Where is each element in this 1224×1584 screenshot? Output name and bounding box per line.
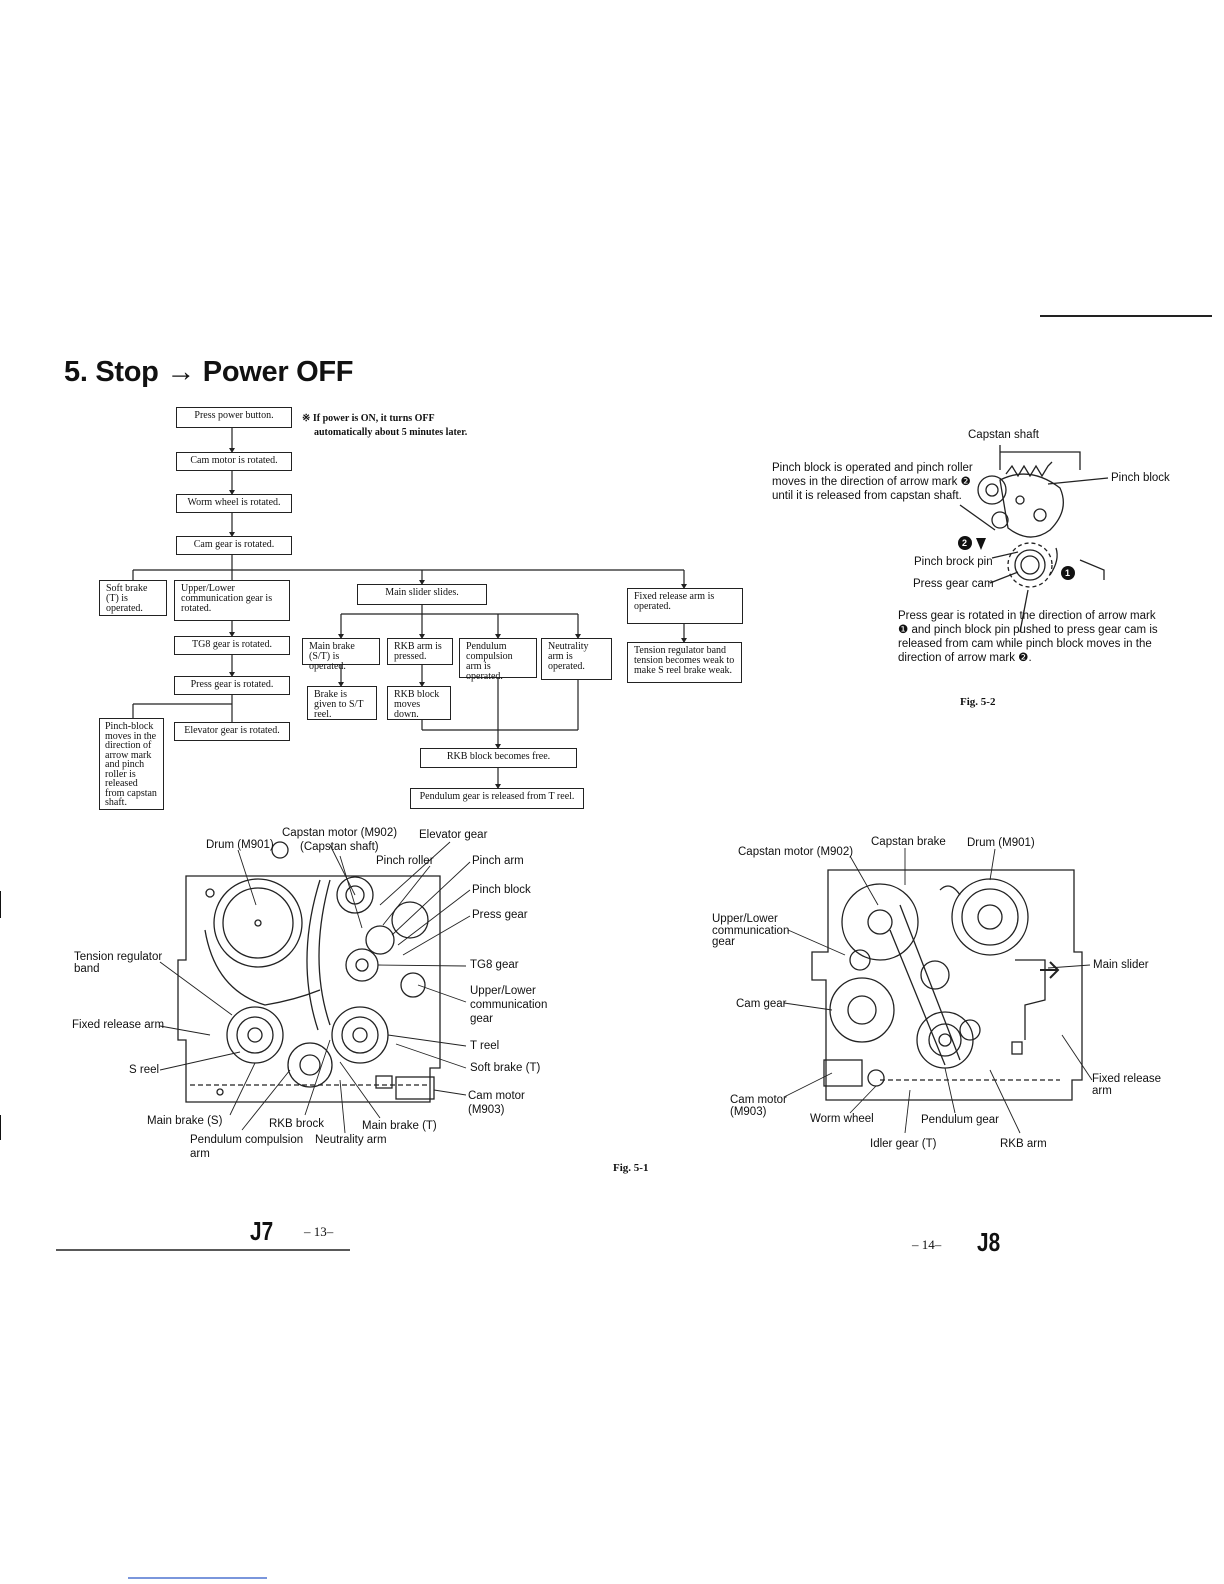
label-tg8-gear: TG8 gear — [470, 959, 519, 971]
flow-neutrality: Neutrality arm is operated. — [541, 638, 612, 680]
fig52-caption: Fig. 5-2 — [960, 696, 996, 708]
label-fixed-release: Fixed release arm — [72, 1019, 165, 1031]
flow-main-brake: Main brake (S/T) is operated. — [302, 638, 380, 672]
page-number-right: – 14– — [912, 1237, 942, 1252]
flow-soft-brake: Soft brake (T) is operated. — [99, 580, 167, 616]
svg-text:2: 2 — [962, 538, 967, 548]
label-rkb-brock: RKB brock — [269, 1118, 324, 1130]
label-upper-lower: Upper/Lower communication gear — [470, 985, 548, 1025]
label-fixed-release-r: Fixed release arm — [1092, 1073, 1162, 1097]
label-worm-wheel-r: Worm wheel — [810, 1113, 874, 1125]
fig52-note-1: Press gear is rotated in the direction o… — [898, 610, 1158, 664]
page-number-left: – 13– — [304, 1224, 334, 1239]
label-soft-brake: Soft brake (T) — [470, 1062, 541, 1074]
flow-pinch-block: Pinch-block moves in the direction of ar… — [99, 718, 164, 810]
label-pinch-roller: Pinch roller — [376, 855, 434, 867]
fig52-note-2: Pinch block is operated and pinch roller… — [772, 462, 973, 502]
flow-cam-motor: Cam motor is rotated. — [176, 452, 292, 471]
label-pendulum-gear-r: Pendulum gear — [921, 1114, 999, 1126]
label-pinch-block: Pinch block — [472, 884, 531, 896]
page-code-left: J7 — [250, 1216, 274, 1246]
label-main-slider-r: Main slider — [1093, 959, 1149, 971]
flow-pendulum-released: Pendulum gear is released from T reel. — [410, 788, 584, 809]
label-neutrality-arm: Neutrality arm — [315, 1134, 387, 1146]
label-pinch-block-52: Pinch block — [1111, 472, 1170, 484]
label-drum: Drum (M901) — [206, 839, 274, 851]
flow-pendulum: Pendulum compulsion arm is operated. — [459, 638, 537, 682]
label-capstan-shaft: (Capstan shaft) — [300, 841, 379, 853]
label-main-brake-t: Main brake (T) — [362, 1120, 437, 1132]
flow-cam-gear: Cam gear is rotated. — [176, 536, 292, 555]
page-title: 5. Stop → Power OFF — [64, 356, 354, 388]
label-elevator-gear: Elevator gear — [419, 829, 488, 841]
label-capstan-motor-r: Capstan motor (M902) — [738, 846, 854, 858]
label-press-gear: Press gear — [472, 909, 528, 921]
label-rkb-arm-r: RKB arm — [1000, 1138, 1047, 1150]
label-cam-motor: Cam motor (M903) — [468, 1090, 525, 1116]
label-t-reel: T reel — [470, 1040, 500, 1052]
flow-rkb-arm: RKB arm is pressed. — [387, 638, 453, 665]
flow-brake-given: Brake is given to S/T reel. — [307, 686, 377, 720]
svg-text:1: 1 — [1065, 568, 1070, 578]
flow-rkb-block: RKB block moves down. — [387, 686, 451, 720]
note-line-2: automatically about 5 minutes later. — [314, 427, 468, 438]
label-idler-gear-r: Idler gear (T) — [870, 1138, 937, 1150]
label-pinch-arm: Pinch arm — [472, 855, 524, 867]
label-upper-lower-r: Upper/Lower communication gear — [712, 913, 790, 948]
label-capstan-shaft-52: Capstan shaft — [968, 429, 1039, 441]
flow-tg8: TG8 gear is rotated. — [174, 636, 290, 655]
label-capstan-motor: Capstan motor (M902) — [282, 827, 398, 839]
label-tension-band: Tension regulator band — [74, 951, 163, 975]
flow-elevator: Elevator gear is rotated. — [174, 722, 290, 741]
note-mark: ※ — [302, 413, 311, 424]
page-code-right: J8 — [977, 1227, 1001, 1257]
label-cam-motor-r: Cam motor (M903) — [730, 1094, 787, 1118]
flow-press-power: Press power button. — [176, 407, 292, 428]
label-pinch-brock-pin: Pinch brock pin — [914, 556, 993, 568]
flow-fixed-release: Fixed release arm is operated. — [627, 588, 743, 624]
label-cam-gear-r: Cam gear — [736, 998, 787, 1010]
flow-main-slider: Main slider slides. — [357, 584, 487, 605]
label-main-brake-s: Main brake (S) — [147, 1115, 223, 1127]
label-s-reel: S reel — [129, 1064, 160, 1076]
flow-rkb-free: RKB block becomes free. — [420, 748, 577, 768]
flow-press-gear: Press gear is rotated. — [174, 676, 290, 695]
flow-tension: Tension regulator band tension becomes w… — [627, 642, 742, 683]
fig51-caption: Fig. 5-1 — [613, 1162, 649, 1174]
note-line-1: If power is ON, it turns OFF — [312, 413, 435, 424]
flow-upper-lower: Upper/Lower communication gear is rotate… — [174, 580, 290, 621]
label-pendulum-arm: Pendulum compulsion arm — [190, 1134, 304, 1160]
label-drum-r: Drum (M901) — [967, 837, 1035, 849]
flow-worm-wheel: Worm wheel is rotated. — [176, 494, 292, 513]
label-capstan-brake-r: Capstan brake — [871, 836, 946, 848]
power-note: ※ If power is ON, it turns OFF automatic… — [302, 412, 467, 440]
label-press-gear-cam: Press gear cam — [913, 578, 994, 590]
